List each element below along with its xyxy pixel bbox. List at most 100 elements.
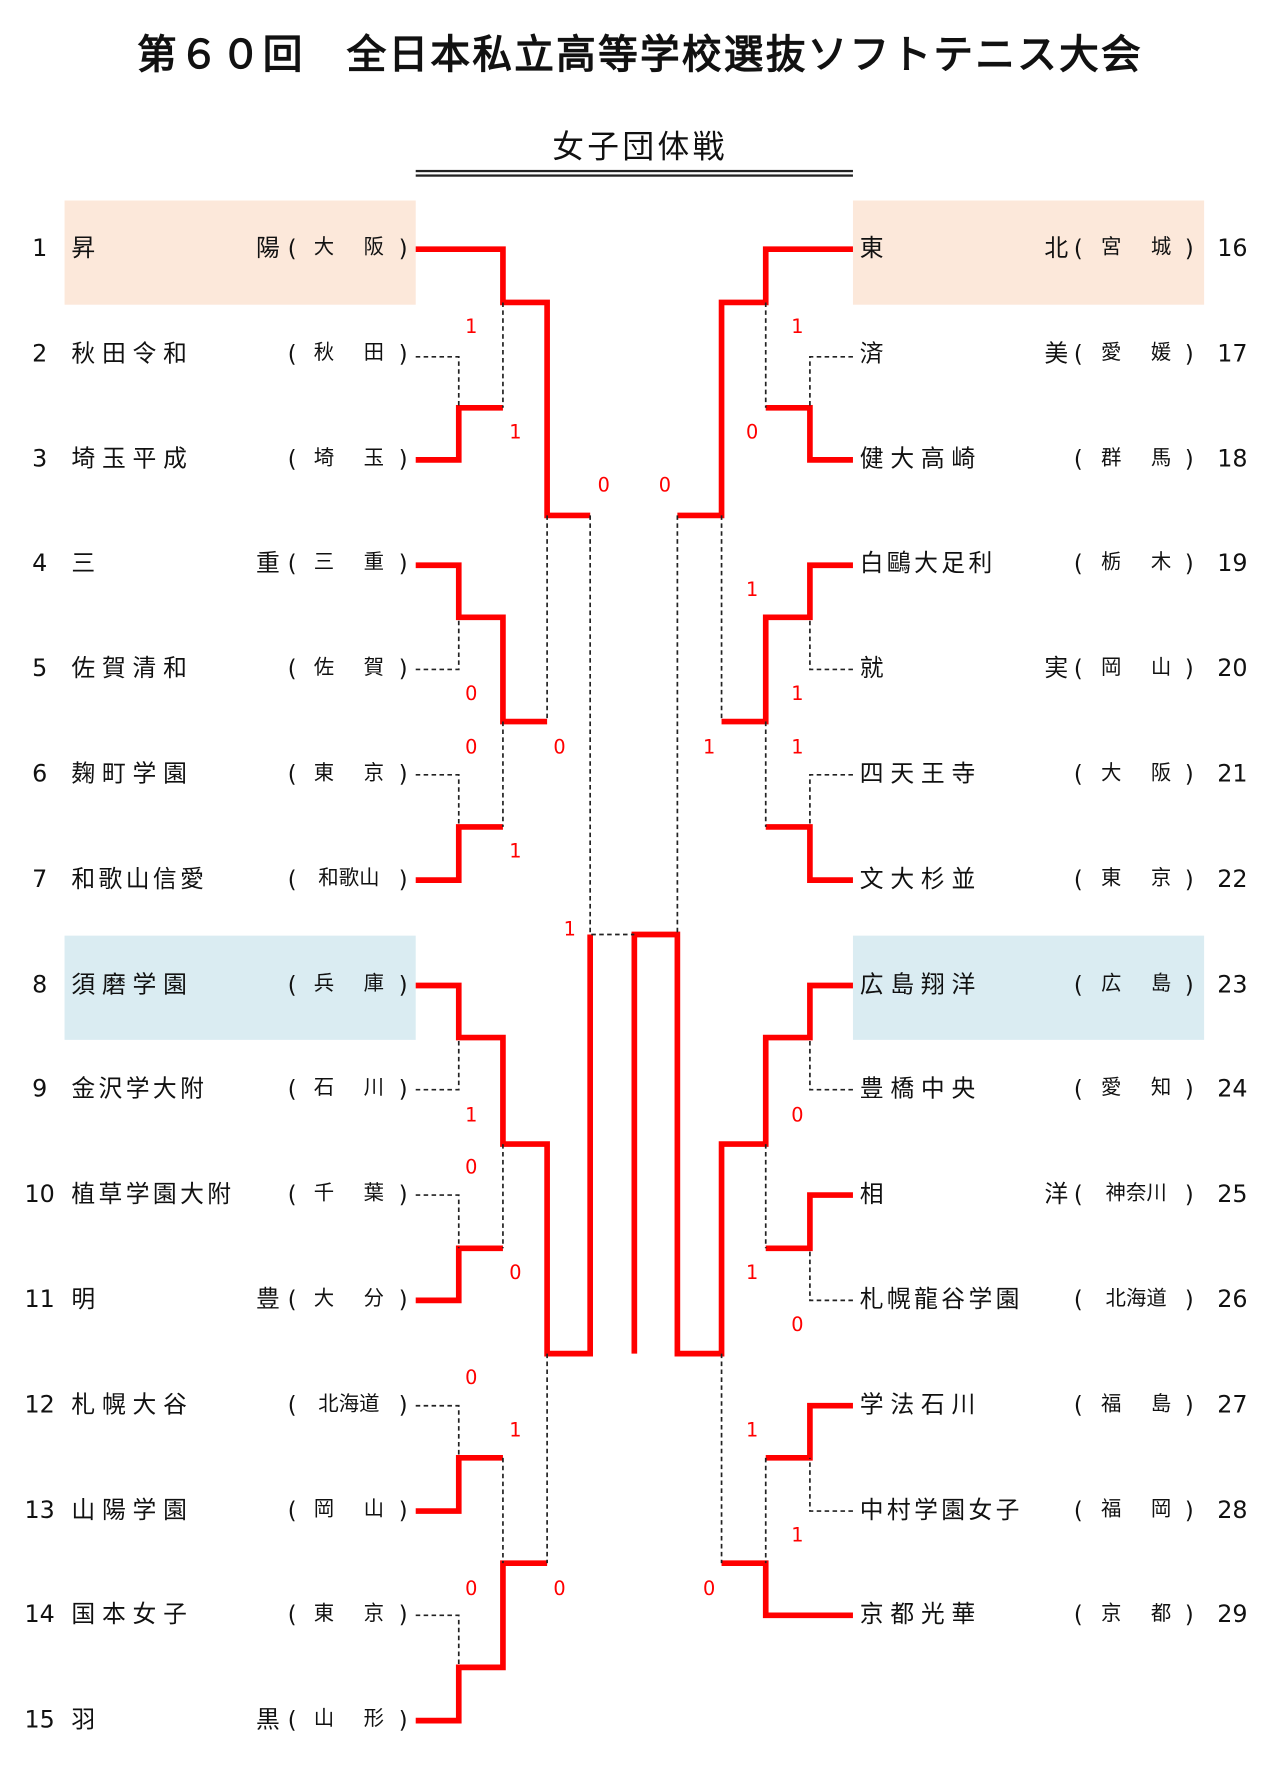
paren-close: )	[398, 234, 408, 262]
match-score: 0	[465, 1367, 478, 1390]
team-number: 16	[1217, 234, 1248, 262]
match-score: 1	[509, 1419, 522, 1442]
team-number: 18	[1217, 444, 1248, 472]
team-prefecture: 石川	[313, 1076, 384, 1101]
paren-open: (	[1073, 339, 1083, 367]
team-number: 14	[24, 1601, 55, 1629]
loser-path	[415, 1037, 460, 1091]
match-score: 1	[509, 421, 522, 445]
paren-close: )	[398, 1285, 408, 1313]
match-score: 1	[791, 316, 804, 339]
paren-open: (	[287, 1390, 297, 1418]
paren-close: )	[1184, 1495, 1194, 1524]
team-name: 豊橋中央	[859, 1075, 983, 1103]
team-name: 国本女子	[71, 1601, 194, 1629]
paren-close: )	[1184, 865, 1194, 893]
paren-close: )	[398, 1390, 408, 1418]
team-number: 4	[32, 549, 48, 578]
match-score: 0	[553, 1577, 566, 1601]
paren-open: (	[287, 760, 297, 788]
team-name: 山陽学園	[71, 1495, 194, 1524]
paren-open: (	[287, 865, 297, 893]
match-score: 0	[465, 683, 478, 706]
event-subtitle: 女子団体戦	[552, 127, 728, 166]
match-score: 1	[745, 1261, 759, 1285]
team-number: 19	[1217, 549, 1248, 578]
match-score: 0	[597, 474, 610, 498]
team-prefecture: 京都	[1101, 1602, 1172, 1626]
winner-path	[721, 562, 853, 725]
paren-open: (	[1073, 1601, 1083, 1629]
paren-close: )	[1184, 760, 1194, 788]
team-prefecture: 大阪	[313, 235, 384, 260]
paren-open: (	[1073, 654, 1083, 683]
paren-open: (	[1073, 1390, 1083, 1418]
winner-path	[765, 1402, 853, 1461]
team-number: 7	[32, 865, 48, 893]
team-prefecture: 福岡	[1101, 1497, 1172, 1521]
team-name: 白鷗大足利	[859, 549, 996, 578]
team-prefecture: 栃木	[1101, 550, 1172, 575]
match-score: 1	[791, 683, 804, 706]
paren-open: (	[1073, 970, 1083, 998]
team-number: 9	[32, 1075, 48, 1103]
team-prefecture: 秋田	[313, 340, 384, 365]
paren-close: )	[1184, 234, 1194, 262]
team-number: 10	[24, 1180, 55, 1208]
team-prefecture: 宮城	[1101, 235, 1172, 260]
team-number: 5	[32, 654, 48, 683]
team-prefecture: 北海道	[1105, 1286, 1167, 1311]
team-prefecture: 東京	[1101, 866, 1172, 891]
loser-path	[415, 773, 460, 827]
winner-path	[721, 1560, 853, 1619]
paren-open: (	[1073, 1495, 1083, 1524]
team-prefecture: 佐賀	[313, 656, 384, 680]
winner-path	[765, 1192, 853, 1252]
team-name: 文大杉並	[859, 865, 983, 893]
team-number: 21	[1217, 760, 1248, 788]
paren-open: (	[1073, 234, 1083, 262]
paren-close: )	[398, 549, 408, 578]
team-name: 学法石川	[859, 1390, 983, 1418]
paren-close: )	[1184, 1075, 1194, 1103]
winner-path	[631, 931, 853, 1357]
paren-open: (	[287, 654, 297, 683]
team-name: 京都光華	[859, 1601, 983, 1629]
team-name: 金沢学大附	[71, 1075, 208, 1103]
match-score: 0	[702, 1577, 716, 1601]
match-score: 0	[465, 1577, 478, 1601]
team-prefecture: 兵庫	[313, 971, 384, 996]
paren-open: (	[1073, 1075, 1083, 1103]
team-prefecture: 大分	[313, 1286, 384, 1311]
paren-close: )	[398, 444, 408, 472]
team-name: 札幌龍谷学園	[859, 1285, 1023, 1313]
team-number: 6	[32, 760, 48, 788]
match-score: 1	[745, 578, 759, 602]
team-name: 須磨学園	[71, 970, 194, 998]
paren-close: )	[1184, 339, 1194, 367]
match-score: 1	[465, 1104, 478, 1128]
winner-path	[765, 824, 853, 883]
paren-open: (	[1073, 549, 1083, 578]
match-score: 0	[553, 736, 566, 759]
match-score: 1	[791, 1524, 804, 1548]
winner-path	[415, 1245, 503, 1304]
team-prefecture: 岡山	[1101, 656, 1172, 680]
loser-path	[809, 1248, 853, 1302]
team-name: 佐賀清和	[71, 654, 194, 683]
match-score: 1	[563, 918, 576, 942]
paren-close: )	[1184, 444, 1194, 472]
loser-path	[415, 617, 460, 671]
paren-close: )	[398, 865, 408, 893]
team-prefecture: 福島	[1101, 1391, 1172, 1416]
winner-path	[415, 562, 548, 725]
loser-path	[415, 1194, 460, 1249]
team-name: 三重	[71, 549, 280, 578]
loser-path	[415, 1614, 460, 1668]
team-prefecture: 三重	[313, 550, 384, 575]
team-prefecture: 愛媛	[1101, 340, 1172, 365]
team-name: 明豊	[71, 1285, 280, 1313]
paren-open: (	[1073, 1285, 1083, 1313]
